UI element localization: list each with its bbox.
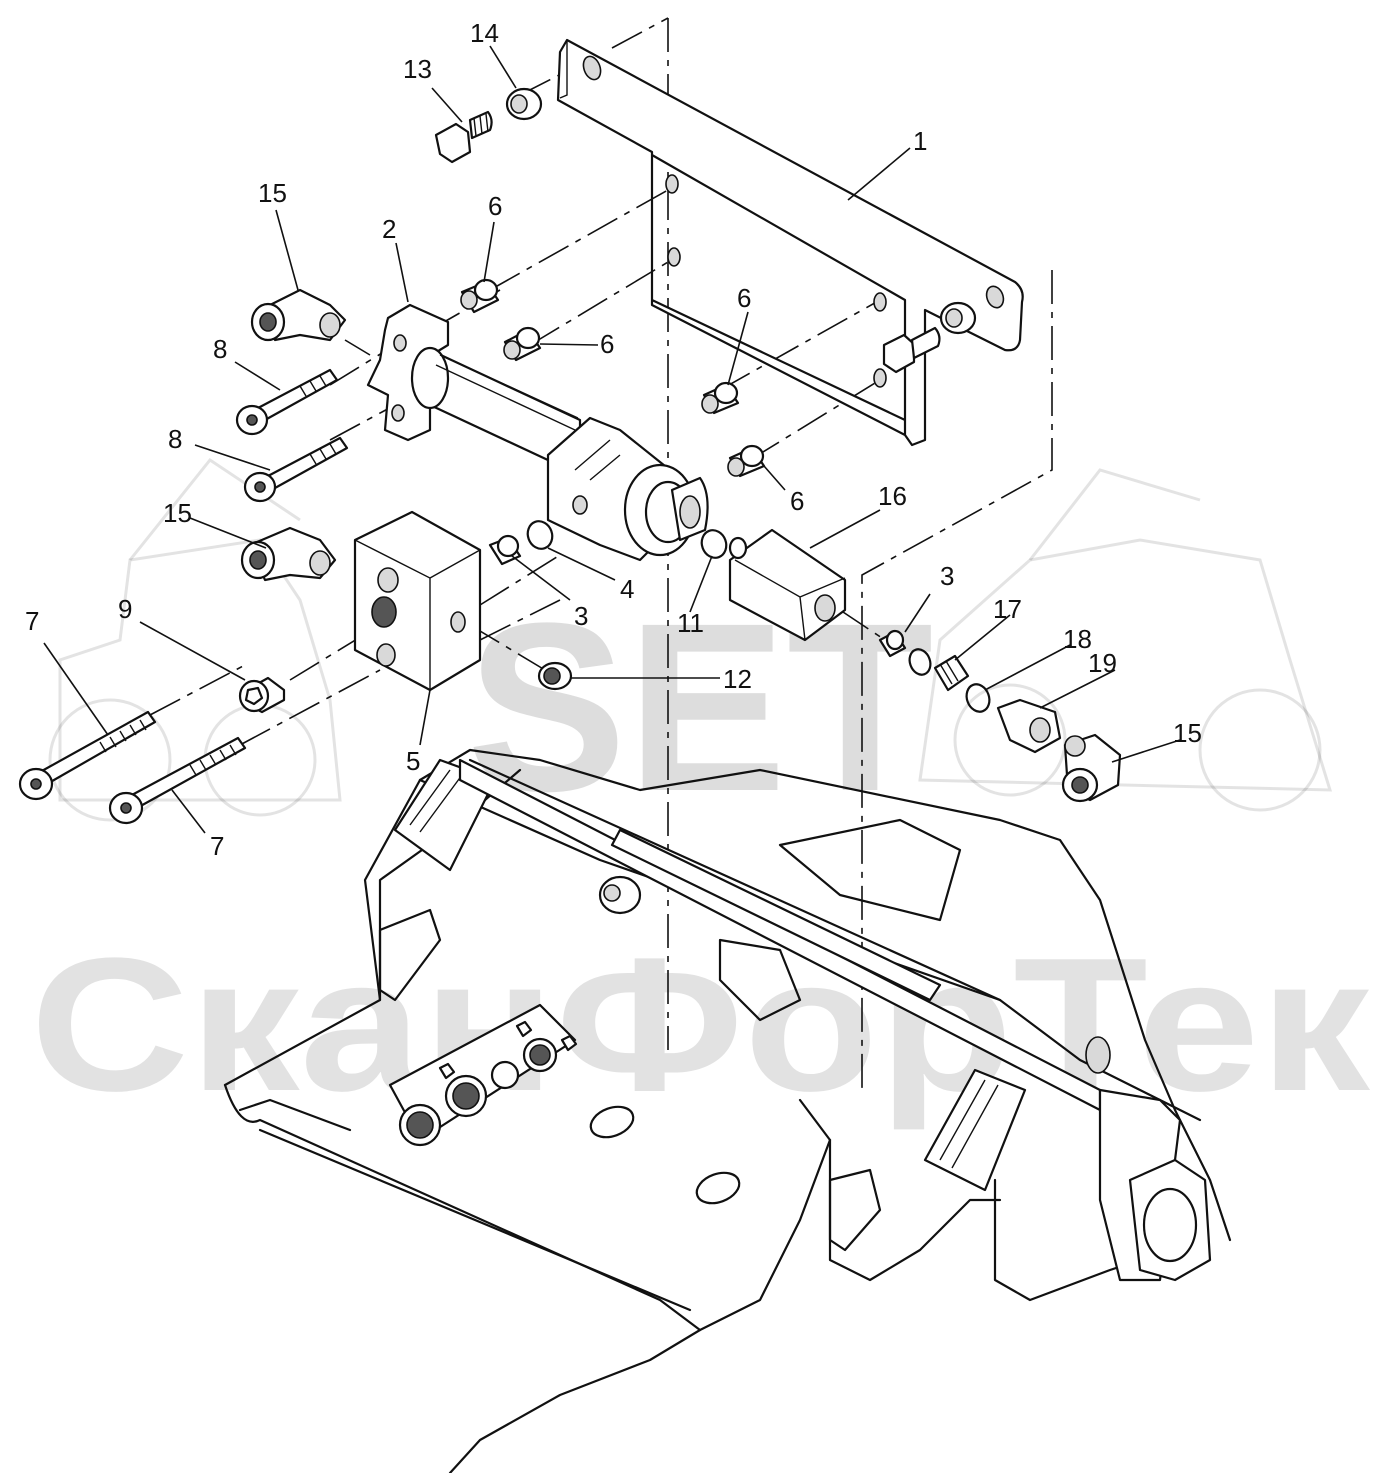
spacer-6a xyxy=(460,278,500,314)
adapter-3a xyxy=(488,534,522,566)
reducer-19 xyxy=(996,698,1062,754)
watermark-logo: SET xyxy=(467,573,934,841)
callout-2: 2 xyxy=(382,214,396,244)
callout-6a: 6 xyxy=(488,191,502,221)
callout-17: 17 xyxy=(993,594,1022,624)
bolt-13 xyxy=(434,110,493,164)
callout-1: 1 xyxy=(913,126,927,156)
callout-15c: 15 xyxy=(1173,718,1202,748)
callout-19: 19 xyxy=(1088,648,1117,678)
cap-screw-7b xyxy=(108,736,247,825)
o-ring-17 xyxy=(908,648,970,692)
watermark-company: СканФорТек xyxy=(30,919,1371,1131)
bolt-right xyxy=(882,301,977,374)
hydraulic-cylinder xyxy=(366,303,709,562)
callout-16: 16 xyxy=(878,481,907,511)
callout-11: 11 xyxy=(677,608,704,638)
machine-frame xyxy=(223,748,1232,1473)
callout-15b: 15 xyxy=(163,498,192,528)
callout-4: 4 xyxy=(620,574,634,604)
watermark: SET СканФорТек xyxy=(30,457,1371,1131)
leader-lines xyxy=(43,45,1181,834)
callout-8a: 8 xyxy=(213,334,227,364)
callout-6c: 6 xyxy=(737,283,751,313)
elbow-fitting-15b xyxy=(240,526,337,582)
cap-screw-8b xyxy=(243,436,349,503)
watermark-excavator-right xyxy=(918,468,1333,812)
callout-9: 9 xyxy=(118,594,132,624)
plug-12 xyxy=(537,661,573,691)
callout-8b: 8 xyxy=(168,424,182,454)
coupling-16 xyxy=(728,528,847,642)
cap-screw-7a xyxy=(18,710,157,801)
callout-7b: 7 xyxy=(210,831,224,861)
valve-block-5 xyxy=(353,510,482,692)
plug-9 xyxy=(238,676,286,714)
o-ring-11 xyxy=(700,529,728,559)
callout-15a: 15 xyxy=(258,178,287,208)
spacer-6d xyxy=(727,444,766,478)
elbow-fitting-15c xyxy=(1061,733,1122,803)
washer-14 xyxy=(505,87,543,121)
callout-13: 13 xyxy=(403,54,432,84)
callout-6d: 6 xyxy=(790,486,804,516)
o-ring-4 xyxy=(526,520,554,550)
callout-14: 14 xyxy=(470,18,499,48)
callout-3b: 3 xyxy=(940,561,954,591)
elbow-fitting-15a xyxy=(250,288,347,342)
callout-5: 5 xyxy=(406,746,420,776)
mounting-plate xyxy=(556,38,1024,447)
callout-labels: 1 2 3 3 4 5 6 6 6 6 7 7 8 8 9 11 12 13 1… xyxy=(25,18,1202,861)
callout-3a: 3 xyxy=(574,601,588,631)
callout-7a: 7 xyxy=(25,606,39,636)
callout-12: 12 xyxy=(723,664,752,694)
adapter-3b xyxy=(878,629,907,658)
spacer-6b xyxy=(503,326,542,362)
callout-18: 18 xyxy=(1063,624,1092,654)
cap-screw-8a xyxy=(235,368,339,436)
o-ring-18 xyxy=(965,683,991,713)
spacer-6c xyxy=(701,381,740,415)
callout-6b: 6 xyxy=(600,329,614,359)
